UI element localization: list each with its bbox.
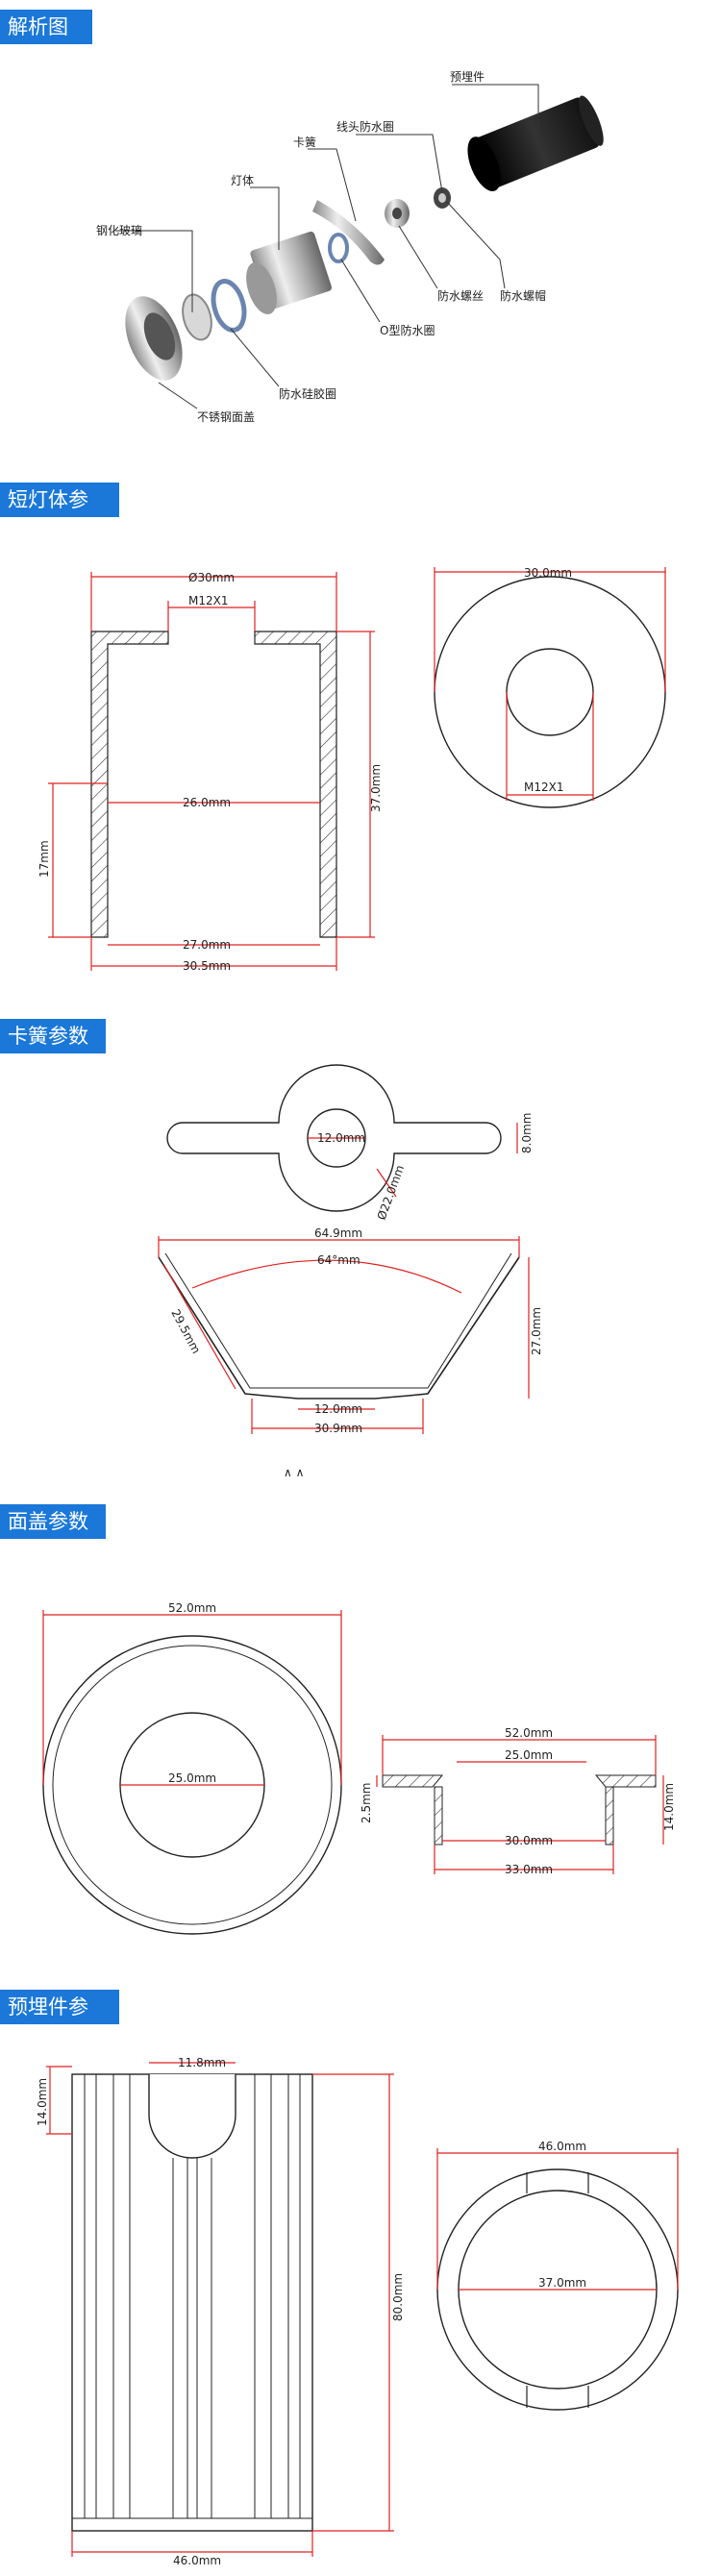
dim-embed-slot: 11.8mm [178,2056,226,2069]
dim-cover-depth: 14.0mm [662,1783,676,1831]
dim-cover-inner: 25.0mm [168,1771,216,1785]
label-spring: 卡簧 [293,135,316,149]
label-cover: 不锈钢面盖 [197,410,255,424]
label-body: 灯体 [231,174,254,187]
dim-body-inner: 26.0mm [183,796,231,809]
dim-spring-width: 8.0mm [520,1113,534,1153]
label-screw: 防水螺丝 [437,288,484,303]
dim-embed-slot-depth: 14.0mm [36,2078,49,2126]
dim-spring-span: 64.9mm [314,1226,362,1240]
short-body-drawing: Ø30mm M12X1 26.0mm 37.0mm 17mm 27.0mm 30… [0,524,721,1004]
spring-drawing: 12.0mm 8.0mm Ø22.0mm 64.9mm 64°mm 29.5mm… [0,1057,721,1499]
label-silicone: 防水硅胶圈 [279,386,336,401]
embed-part [467,95,604,191]
label-glass: 钢化玻璃 [96,224,142,237]
dim-spring-bottom: 30.9mm [314,1422,362,1435]
dim-cover-side-inner: 25.0mm [505,1748,553,1762]
silicone-part [211,279,247,333]
section-header-short-body: 短灯体参数 [0,483,119,546]
dim-body-diameter: Ø30mm [188,571,235,584]
oring-part [328,233,349,263]
dim-body-thread: M12X1 [188,594,228,607]
label-wire-seal: 线头防水圈 [336,119,394,134]
exploded-diagram: 预埋件 线头防水圈 卡簧 灯体 钢化玻璃 防水螺帽 防水螺丝 O型防水圈 防水硅… [96,70,604,424]
dim-embed-top-outer: 46.0mm [538,2140,586,2153]
dim-body-bottom-outer: 30.5mm [183,959,231,973]
section-header-spring: 卡簧参数 [0,1019,106,1053]
embed-drawing: 11.8mm 14.0mm 80.0mm 46.0mm 46.0mm 37.0m… [0,2028,721,2572]
dim-body-bottom-inner: 27.0mm [183,938,231,952]
section-header-exploded: 解析图 [0,10,92,44]
dim-top-view-diameter: 30.0mm [524,566,572,580]
dim-body-lower: 17mm [37,840,51,878]
dim-top-view-thread: M12X1 [524,780,563,794]
label-embed: 预埋件 [450,70,485,84]
dim-cover-stem-inner: 30.0mm [505,1834,553,1847]
spring-marks: ∧ ∧ [284,1466,304,1479]
dim-cover-thickness: 2.5mm [360,1783,373,1823]
cover-drawing: 52.0mm 25.0mm 52.0mm 25.0mm 2.5mm 14.0mm… [0,1543,721,1956]
dim-spring-hole: 12.0mm [317,1131,365,1145]
dim-body-height: 37.0mm [369,764,383,812]
dim-spring-angle: 64°mm [317,1253,360,1267]
dim-spring-slant: 29.5mm [168,1307,203,1356]
dim-embed-height: 80.0mm [391,2273,405,2321]
spring-svg: 12.0mm 8.0mm Ø22.0mm 64.9mm 64°mm 29.5mm… [158,1064,543,1479]
label-cap: 防水螺帽 [500,288,546,303]
label-oring: O型防水圈 [380,323,435,337]
short-body-svg: Ø30mm M12X1 26.0mm 37.0mm 17mm 27.0mm 30… [37,566,666,973]
dim-embed-top-inner: 37.0mm [538,2276,586,2290]
exploded-view: 预埋件 线头防水圈 卡簧 灯体 钢化玻璃 防水螺帽 防水螺丝 O型防水圈 防水硅… [0,0,721,461]
body-part [246,231,332,314]
dim-spring-bottom-hole: 12.0mm [314,1402,362,1416]
dim-embed-width: 46.0mm [173,2554,221,2567]
dim-spring-height: 27.0mm [530,1307,543,1355]
dim-cover-stem-outer: 33.0mm [505,1863,553,1876]
cover-svg: 52.0mm 25.0mm 52.0mm 25.0mm 2.5mm 14.0mm… [42,1601,676,1935]
section-header-cover: 面盖参数 [0,1504,106,1539]
dim-cover-side-outer: 52.0mm [505,1726,553,1740]
spring-part [312,200,385,265]
glass-part [182,293,212,341]
cover-part [125,296,183,381]
embed-svg: 11.8mm 14.0mm 80.0mm 46.0mm 46.0mm 37.0m… [36,2056,679,2567]
dim-cover-outer: 52.0mm [168,1601,216,1615]
section-header-embed: 预埋件参数 [0,1990,119,2053]
